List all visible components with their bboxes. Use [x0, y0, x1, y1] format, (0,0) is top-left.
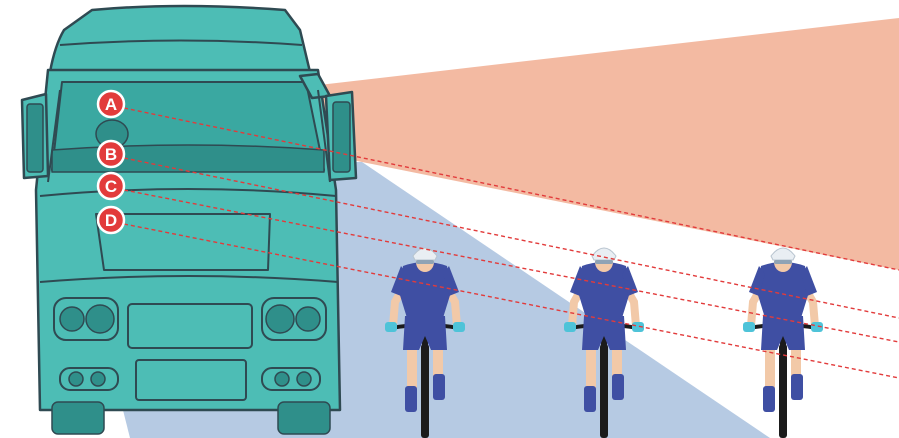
cyclist-near	[385, 247, 465, 438]
truck-roof-line	[59, 39, 303, 46]
left-headlight	[53, 297, 119, 341]
shorts	[582, 316, 626, 350]
right-shoe	[612, 374, 624, 400]
lower-grille	[127, 303, 253, 349]
shorts	[403, 316, 447, 350]
sight-line-a	[123, 107, 899, 271]
jersey	[578, 262, 630, 318]
left-glove	[564, 322, 576, 332]
bumper	[135, 359, 247, 401]
helmet	[770, 247, 796, 261]
left-shoe	[405, 386, 417, 412]
jersey	[399, 262, 451, 318]
shorts	[761, 316, 805, 350]
marker-d: D	[96, 205, 126, 235]
left-glove	[743, 322, 755, 332]
left-sleeve	[570, 266, 586, 296]
hood-line	[39, 188, 337, 197]
left-mirror-glass	[26, 103, 44, 173]
right-tyre	[277, 401, 331, 435]
right-shoe	[791, 374, 803, 400]
bike-wheel	[600, 344, 608, 438]
mirror-view-zone	[120, 18, 899, 270]
windshield-dash	[51, 144, 325, 173]
right-a-pillar	[317, 89, 331, 183]
right-glove	[453, 322, 465, 332]
sight-line-c	[123, 189, 899, 343]
left-tyre	[51, 401, 105, 435]
left-fog-light	[59, 367, 119, 391]
right-glove	[811, 322, 823, 332]
cyclist-middle	[564, 247, 644, 438]
left-sleeve	[749, 266, 765, 296]
bike-wheel	[779, 344, 787, 438]
cab-lower-line	[39, 275, 339, 283]
sight-line-b	[123, 157, 899, 319]
marker-c: C	[96, 171, 126, 201]
cyclist-far	[743, 247, 823, 438]
svg-text:C: C	[105, 177, 117, 196]
sight-line-d	[123, 223, 899, 379]
right-sleeve	[801, 266, 817, 296]
upper-grille	[95, 213, 271, 271]
marker-a: A	[96, 89, 126, 119]
right-shoe	[433, 374, 445, 400]
svg-text:A: A	[105, 95, 117, 114]
left-sleeve	[391, 266, 407, 296]
sunglasses	[595, 260, 613, 264]
right-fog-light	[261, 367, 321, 391]
sunglasses	[416, 260, 434, 264]
left-glove	[385, 322, 397, 332]
truck-roof	[48, 4, 312, 74]
jersey	[757, 262, 809, 318]
left-a-pillar	[47, 89, 61, 183]
left-shoe	[584, 386, 596, 412]
left-shoe	[763, 386, 775, 412]
right-mirror-glass	[332, 101, 351, 173]
truck	[20, 4, 358, 435]
sunglasses	[774, 260, 792, 264]
right-headlight	[261, 297, 327, 341]
svg-text:B: B	[105, 145, 117, 164]
marker-b: B	[96, 139, 126, 169]
svg-text:D: D	[105, 211, 117, 230]
right-glove	[632, 322, 644, 332]
bike-wheel	[421, 344, 429, 438]
